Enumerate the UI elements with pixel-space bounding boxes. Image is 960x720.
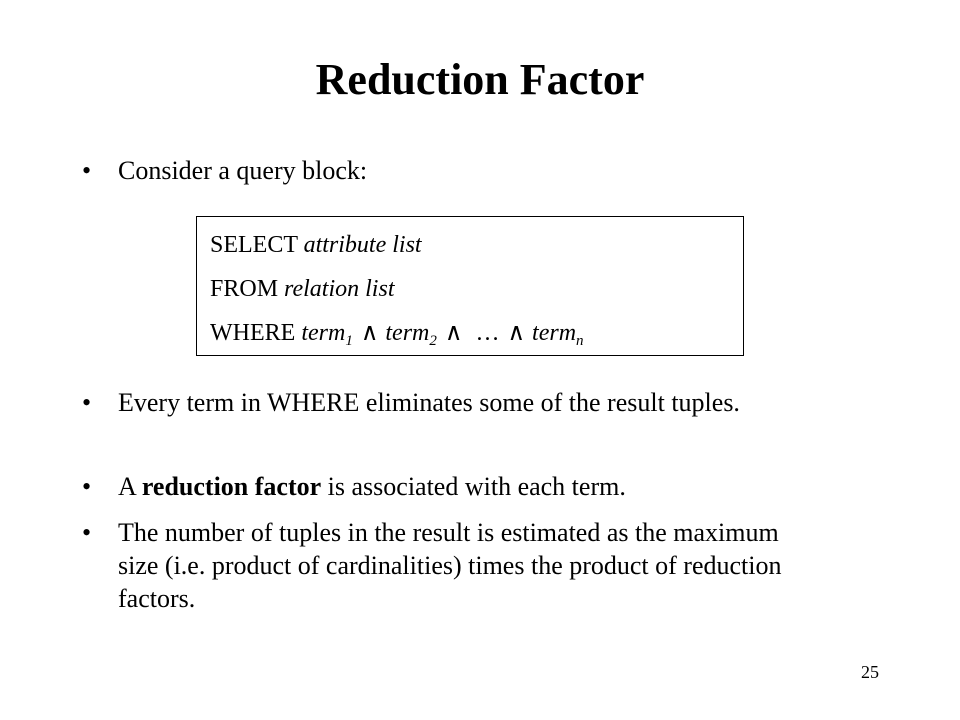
bullet-icon: • [82,472,92,501]
select-keyword: SELECT [210,232,298,258]
term-2-subscript: 2 [429,333,437,349]
term-2: term [385,320,430,346]
bullet-text-post: is associated with each term. [321,472,626,501]
bullet-text: A reduction factor is associated with ea… [118,470,812,503]
bullet-icon: • [82,388,92,417]
slide-title: Reduction Factor [315,55,645,104]
term-1: term [301,320,346,346]
query-from-line: FROM relation list [210,277,394,301]
query-block-box: SELECT attribute list FROM relation list… [196,216,744,356]
page-number: 25 [861,662,879,682]
bullet-consider-query: • Consider a query block: [82,154,812,187]
term-n: term [532,320,577,346]
bullet-reduction-factor: • A reduction factor is associated with … [82,470,812,503]
query-where-line: WHERE term1∧term2∧…∧termn [210,321,584,353]
bullet-text: Consider a query block: [118,156,368,185]
ellipsis: … [475,320,500,346]
and-operator: ∧ [360,320,379,346]
query-select-line: SELECT attribute list [210,233,422,257]
bullet-text-bold: reduction factor [141,472,322,501]
and-operator: ∧ [507,320,526,346]
bullet-text-pre: A [118,472,142,501]
bullet-every-term: • Every term in WHERE eliminates some of… [82,386,812,419]
from-keyword: FROM [210,276,279,302]
and-operator: ∧ [444,320,463,346]
bullet-number-of-tuples: • The number of tuples in the result is … [82,516,812,615]
bullet-text: Every term in WHERE eliminates some of t… [118,388,740,417]
term-1-subscript: 1 [345,333,353,349]
from-value: relation list [284,276,395,302]
bullet-icon: • [82,518,92,547]
where-keyword: WHERE [210,320,296,346]
term-n-subscript: n [576,333,584,349]
select-value: attribute list [303,232,422,258]
bullet-icon: • [82,156,92,185]
bullet-text: The number of tuples in the result is es… [118,518,782,613]
